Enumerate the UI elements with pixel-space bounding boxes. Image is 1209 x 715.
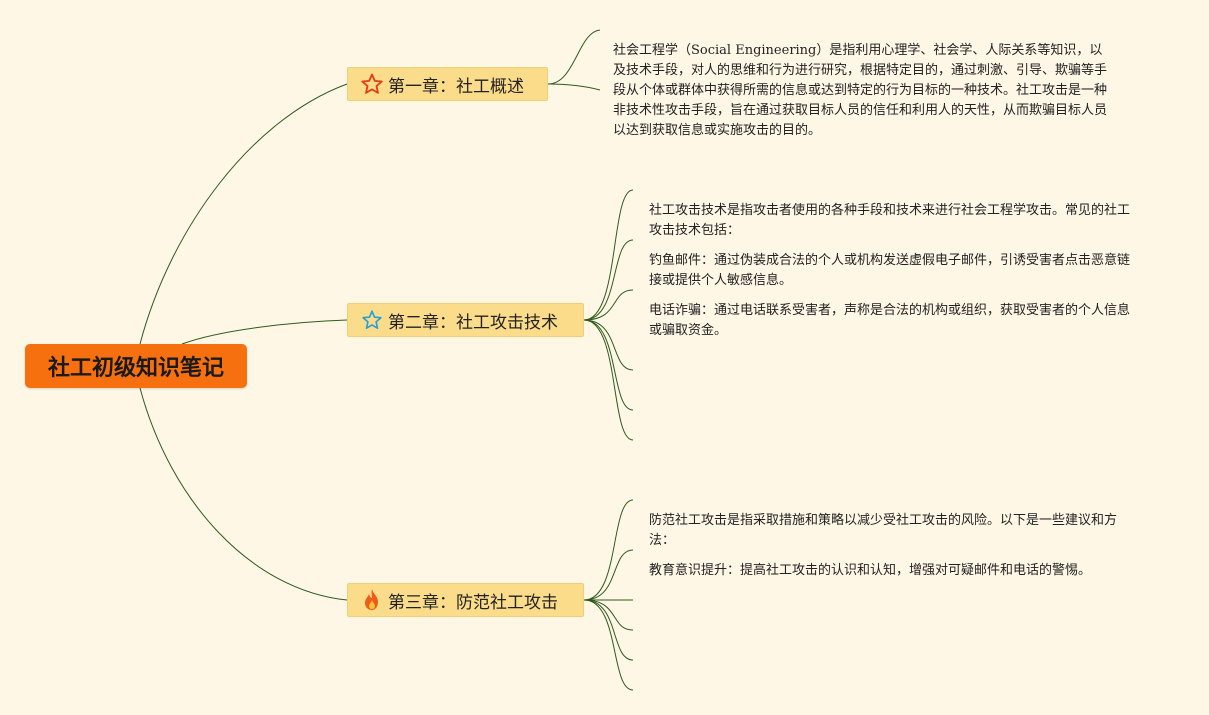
fire-icon (360, 588, 384, 612)
chapter-3-label: 第三章：防范社工攻击 (388, 592, 558, 613)
note-chapter-3: 防范社工攻击是指采取措施和策略以减少受社工攻击的风险。以下是一些建议和方法： 教… (649, 511, 1141, 581)
connector-ch3-branch (583, 599, 634, 661)
connector-ch3-branch (583, 499, 634, 601)
root-topic-label: 社工初级知识笔记 (47, 356, 224, 381)
connector-ch3-branch (583, 599, 634, 631)
connector-ch2-branch (583, 289, 634, 321)
connector-ch1-branch (547, 83, 601, 91)
note-paragraph: 防范社工攻击是指采取措施和策略以减少受社工攻击的风险。以下是一些建议和方法： (649, 513, 1118, 548)
note-paragraph: 社工攻击技术是指攻击者使用的各种手段和技术来进行社会工程学攻击。常见的社工攻击技… (649, 203, 1131, 238)
connector-root-ch1 (139, 83, 348, 345)
connector-ch3-branch (583, 599, 634, 691)
star-outline-red-icon (360, 72, 384, 96)
connector-root-ch3 (139, 387, 348, 601)
note-paragraph: 钓鱼邮件：通过伪装成合法的个人或机构发送虚假电子邮件，引诱受害者点击恶意链接或提… (649, 253, 1131, 288)
connector-ch2-branch (583, 319, 634, 411)
connector-ch3-branch (583, 549, 634, 601)
chapter-1-label: 第一章：社工概述 (388, 76, 524, 97)
root-topic[interactable]: 社工初级知识笔记 (25, 344, 247, 388)
connector-root-ch2 (181, 319, 348, 345)
connector-ch2-branch (583, 319, 634, 441)
connector-ch2-branch (583, 239, 634, 321)
connector-ch2-branch (583, 319, 634, 371)
topic-chapter-2[interactable]: 第二章：社工攻击技术 (347, 303, 584, 337)
note-paragraph: 电话诈骗：通过电话联系受害者，声称是合法的机构或组织，获取受害者的个人信息或骗取… (649, 303, 1131, 338)
connector-ch2-branch (583, 189, 634, 321)
connector-ch1-branch (547, 29, 601, 85)
topic-chapter-1[interactable]: 第一章：社工概述 (347, 67, 548, 101)
star-outline-blue-icon (360, 308, 384, 332)
note-paragraph: 社会工程学（Social Engineering）是指利用心理学、社会学、人际关… (613, 43, 1108, 138)
note-chapter-1: 社会工程学（Social Engineering）是指利用心理学、社会学、人际关… (613, 41, 1113, 141)
note-paragraph: 教育意识提升：提高社工攻击的认识和认知，增强对可疑邮件和电话的警惕。 (649, 563, 1092, 578)
topic-chapter-3[interactable]: 第三章：防范社工攻击 (347, 583, 584, 617)
chapter-2-label: 第二章：社工攻击技术 (388, 312, 558, 333)
note-chapter-2: 社工攻击技术是指攻击者使用的各种手段和技术来进行社会工程学攻击。常见的社工攻击技… (649, 201, 1141, 341)
